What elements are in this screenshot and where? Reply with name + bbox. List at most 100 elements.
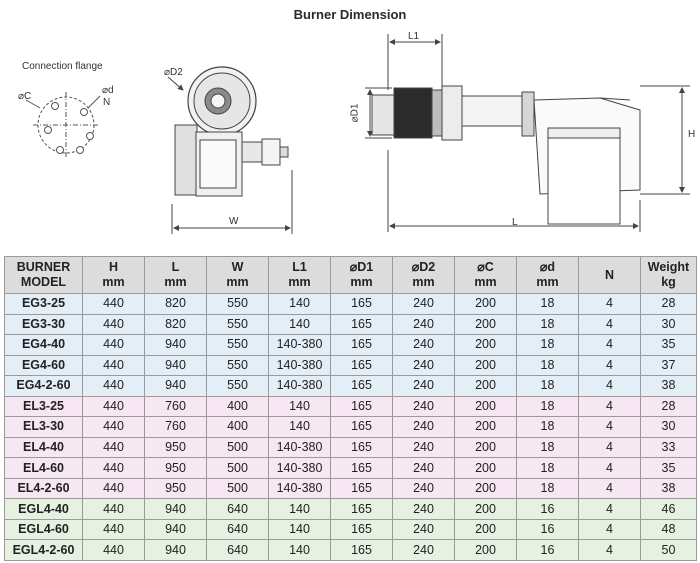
table-cell: 165 xyxy=(330,313,393,336)
table-cell: 820 xyxy=(144,313,207,336)
table-cell: 165 xyxy=(330,293,393,315)
table-cell: 440 xyxy=(82,436,145,459)
column-header-label: W xyxy=(231,260,244,274)
table-cell: 200 xyxy=(454,518,517,541)
column-header-unit: mm xyxy=(226,275,249,289)
column-header-label: H xyxy=(108,260,119,274)
column-header-label: BURNER xyxy=(16,260,71,274)
table-cell: 200 xyxy=(454,477,517,500)
table-cell: 200 xyxy=(454,498,517,520)
table-cell: 50 xyxy=(640,539,697,561)
column-header-unit: MODEL xyxy=(20,275,67,289)
table-cell: 37 xyxy=(640,354,697,377)
table-cell: 4 xyxy=(578,539,641,561)
table-cell: 4 xyxy=(578,416,641,438)
table-cell: 240 xyxy=(392,436,455,459)
column-header-unit: mm xyxy=(288,275,311,289)
table-cell: 30 xyxy=(640,313,697,336)
table-cell: 140 xyxy=(268,293,331,315)
table-cell: 240 xyxy=(392,416,455,438)
table-cell: 440 xyxy=(82,334,145,356)
table-cell: 240 xyxy=(392,395,455,418)
table-cell: 46 xyxy=(640,498,697,520)
table-cell: 4 xyxy=(578,313,641,336)
table-cell: 165 xyxy=(330,518,393,541)
table-cell: 33 xyxy=(640,436,697,459)
table-cell: 4 xyxy=(578,457,641,479)
table-cell: 940 xyxy=(144,354,207,377)
connection-flange-drawing xyxy=(25,92,101,158)
table-cell: 165 xyxy=(330,457,393,479)
table-cell: 760 xyxy=(144,395,207,418)
table-cell: 640 xyxy=(206,498,269,520)
table-cell: 200 xyxy=(454,539,517,561)
table-cell: 4 xyxy=(578,293,641,315)
model-cell: EG4-2-60 xyxy=(4,375,83,397)
table-cell: 550 xyxy=(206,334,269,356)
table-cell: 440 xyxy=(82,354,145,377)
table-cell: 165 xyxy=(330,477,393,500)
column-header-label: ⌀C xyxy=(477,260,494,274)
table-cell: 240 xyxy=(392,539,455,561)
table-cell: 440 xyxy=(82,457,145,479)
table-cell: 440 xyxy=(82,293,145,315)
table-cell: 500 xyxy=(206,436,269,459)
table-cell: 400 xyxy=(206,395,269,418)
model-cell: EL3-25 xyxy=(4,395,83,418)
page-title: Burner Dimension xyxy=(293,7,407,22)
table-cell: 440 xyxy=(82,313,145,336)
column-header-unit: mm xyxy=(474,275,497,289)
table-cell: 500 xyxy=(206,457,269,479)
table-cell: 18 xyxy=(516,375,579,397)
l-dimension-label: L xyxy=(512,217,518,228)
d-dimension-label: ⌀d xyxy=(102,85,114,96)
table-cell: 240 xyxy=(392,354,455,377)
model-cell: EGL4-2-60 xyxy=(4,539,83,561)
table-cell: 4 xyxy=(578,498,641,520)
h-dimension-label: H xyxy=(688,129,696,140)
table-cell: 16 xyxy=(516,539,579,561)
table-cell: 820 xyxy=(144,293,207,315)
model-cell: EG3-30 xyxy=(4,313,83,336)
column-header-label: Weight xyxy=(647,260,690,274)
table-cell: 35 xyxy=(640,457,697,479)
table-cell: 38 xyxy=(640,375,697,397)
side-view-drawing xyxy=(365,34,690,232)
n-dimension-label: N xyxy=(103,97,111,108)
model-cell: EG3-25 xyxy=(4,293,83,315)
model-cell: EL4-40 xyxy=(4,436,83,459)
drawing-svg xyxy=(25,34,690,234)
front-view-drawing xyxy=(167,66,293,234)
table-cell: 440 xyxy=(82,498,145,520)
column-header-label: N xyxy=(604,267,615,282)
table-cell: 18 xyxy=(516,354,579,377)
table-cell: 28 xyxy=(640,395,697,418)
c-dimension-label: ⌀C xyxy=(18,91,32,102)
table-cell: 18 xyxy=(516,457,579,479)
table-cell: 48 xyxy=(640,518,697,541)
table-cell: 240 xyxy=(392,477,455,500)
table-cell: 18 xyxy=(516,416,579,438)
table-cell: 550 xyxy=(206,375,269,397)
table-cell: 140 xyxy=(268,498,331,520)
table-cell: 240 xyxy=(392,334,455,356)
table-cell: 950 xyxy=(144,457,207,479)
table-cell: 440 xyxy=(82,518,145,541)
table-cell: 4 xyxy=(578,436,641,459)
table-cell: 440 xyxy=(82,477,145,500)
table-cell: 200 xyxy=(454,395,517,418)
l1-dimension-label: L1 xyxy=(408,31,420,42)
table-cell: 200 xyxy=(454,354,517,377)
table-cell: 28 xyxy=(640,293,697,315)
table-cell: 940 xyxy=(144,375,207,397)
table-cell: 165 xyxy=(330,498,393,520)
table-cell: 38 xyxy=(640,477,697,500)
